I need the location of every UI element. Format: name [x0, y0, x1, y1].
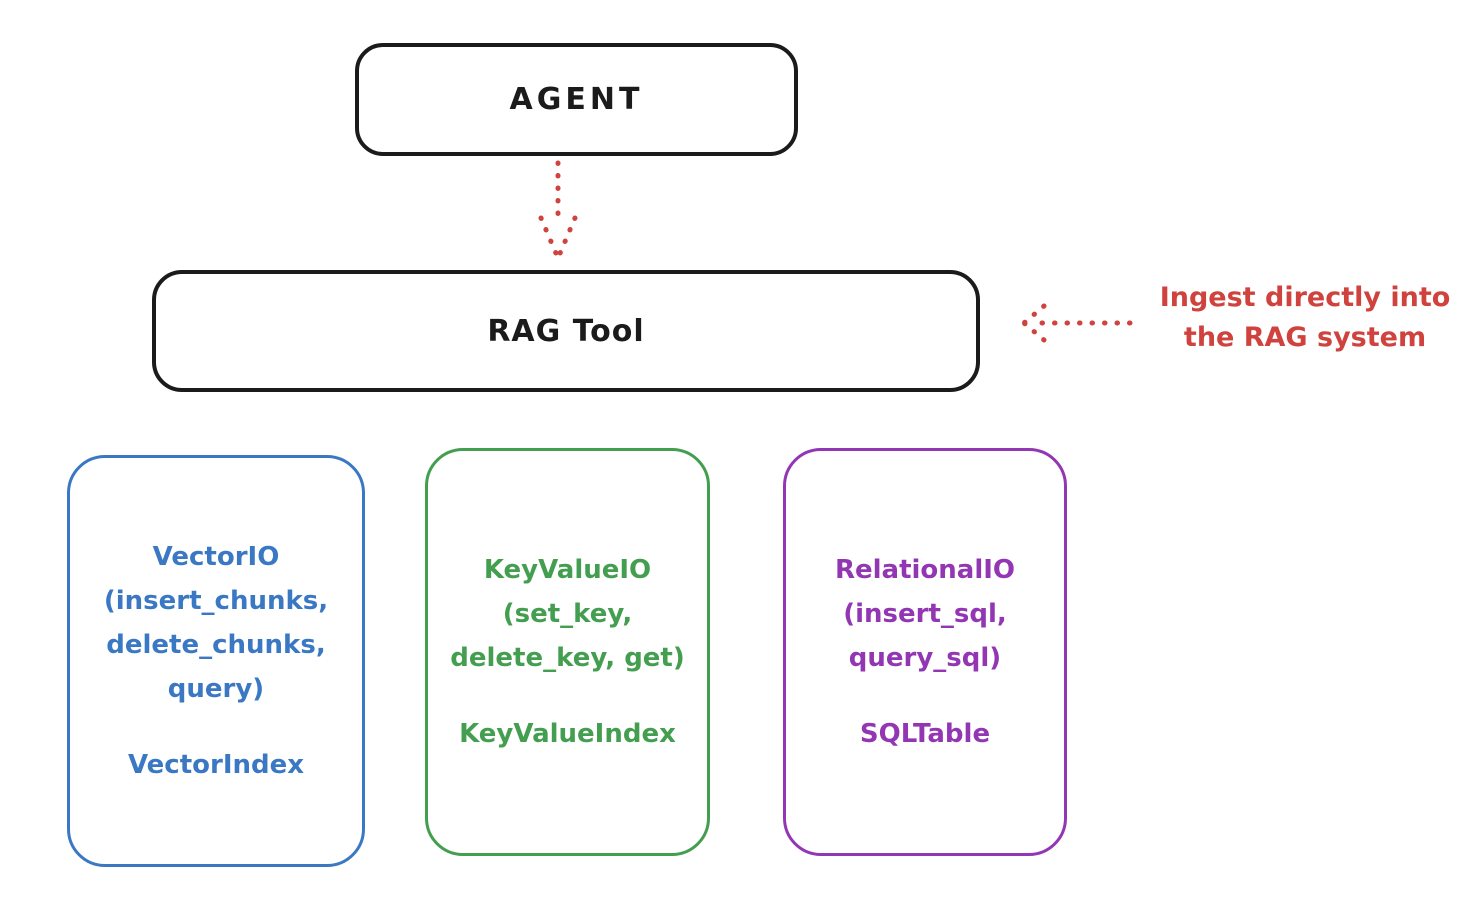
key-value-index-label: KeyValueIndex: [459, 719, 676, 749]
vector-io-node: VectorIO (insert_chunks, delete_chunks, …: [67, 455, 365, 867]
agent-node-label: AGENT: [509, 82, 644, 117]
vector-io-ops-label: VectorIO (insert_chunks, delete_chunks, …: [103, 542, 329, 704]
sql-table-label: SQLTable: [859, 719, 991, 749]
key-value-io-node: KeyValueIO (set_key, delete_key, get) Ke…: [425, 448, 710, 856]
rag-tool-node-label: RAG Tool: [487, 313, 645, 349]
key-value-io-ops-label: KeyValueIO (set_key, delete_key, get): [450, 555, 685, 673]
annotation-to-rag-arrow-icon: [1021, 303, 1133, 343]
agent-to-rag-arrow-icon: [538, 160, 578, 261]
ingest-annotation: Ingest directly into the RAG system: [1159, 282, 1451, 353]
relational-io-node: RelationalIO (insert_sql, query_sql) SQL…: [783, 448, 1067, 856]
vector-index-label: VectorIndex: [127, 750, 305, 780]
agent-node: AGENT: [355, 43, 798, 156]
rag-tool-node: RAG Tool: [152, 270, 980, 392]
relational-io-ops-label: RelationalIO (insert_sql, query_sql): [834, 555, 1016, 673]
